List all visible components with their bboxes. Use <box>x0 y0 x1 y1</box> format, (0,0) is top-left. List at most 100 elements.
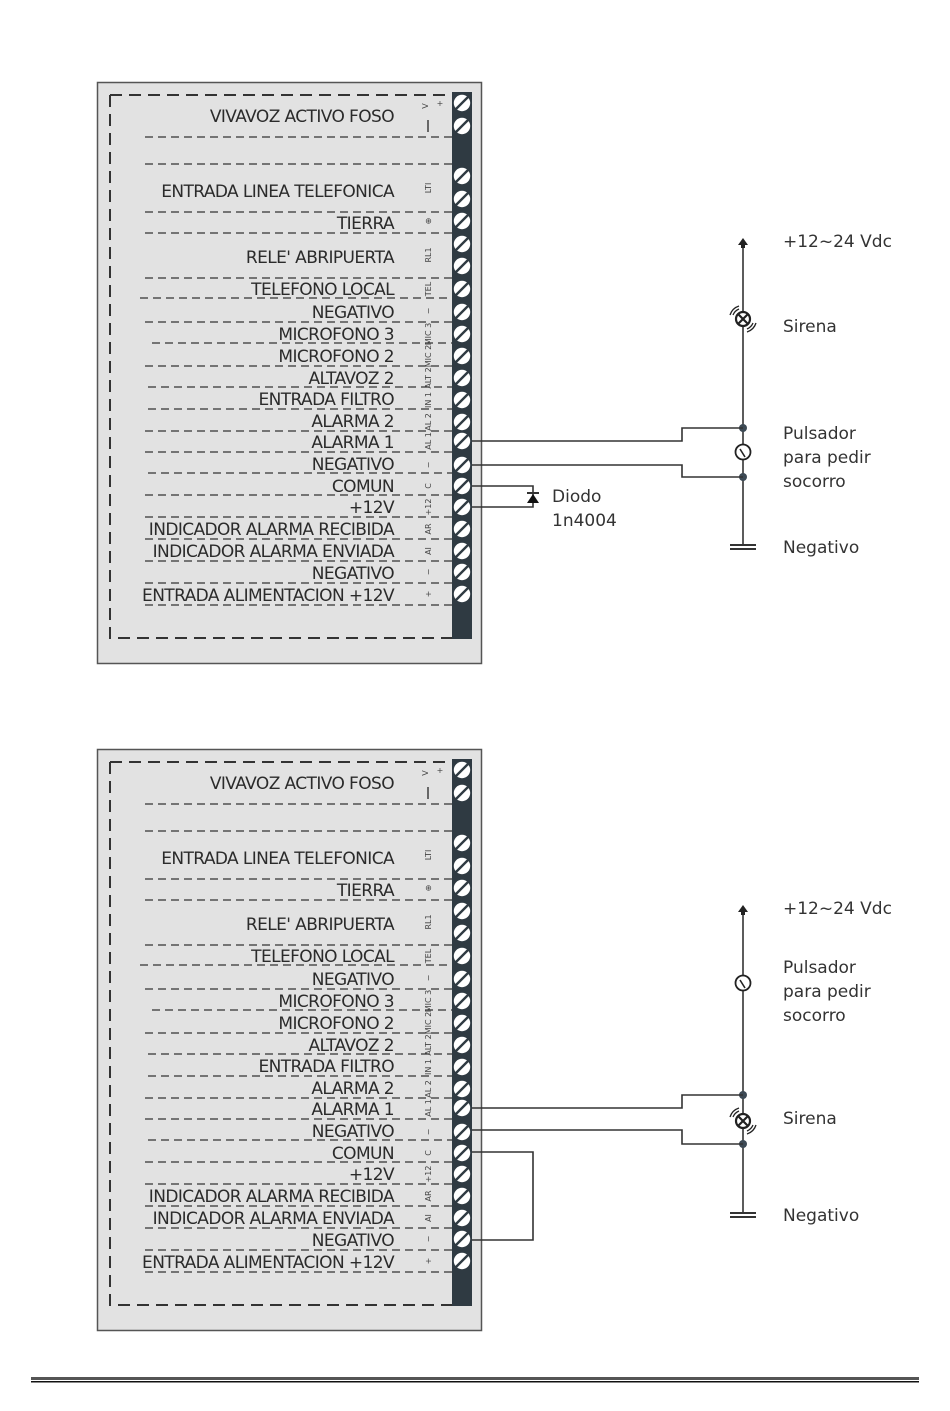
screw-slot <box>455 259 469 273</box>
sound-wave <box>732 308 740 316</box>
screw-terminal <box>453 498 471 516</box>
screw-slot <box>455 904 469 918</box>
screw-terminal <box>453 303 471 321</box>
screw-slot <box>455 349 469 363</box>
diode-label: Diodo <box>552 487 601 507</box>
terminal-label: ENTRADA LINEA TELEFONICA <box>161 849 395 869</box>
screw-slot <box>455 434 469 448</box>
screw-terminal <box>453 784 471 802</box>
terminal-code: RL1 <box>424 914 433 929</box>
terminal-label: INDICADOR ALARMA ENVIADA <box>153 542 395 562</box>
screw-slot <box>455 1016 469 1030</box>
terminal-code: V <box>421 103 430 109</box>
screw-terminal <box>453 1165 471 1183</box>
terminal-code: AL 2 <box>424 413 433 431</box>
screw-terminal <box>453 970 471 988</box>
siren-icon <box>729 1107 757 1135</box>
terminal-code: − <box>424 975 433 982</box>
terminal-code: MIC 2 <box>424 1012 433 1034</box>
negative-wire <box>472 1129 743 1145</box>
screw-slot <box>455 96 469 110</box>
terminal-label: COMUN <box>332 477 394 497</box>
screw-slot <box>455 169 469 183</box>
terminal-label: +12V <box>349 1165 395 1185</box>
terminal-label: INDICADOR ALARMA ENVIADA <box>153 1209 395 1229</box>
pin-plus: + <box>437 99 444 108</box>
terminal-label: TIERRA <box>336 881 395 901</box>
terminal-board-1: VIVAVOZ ACTIVO FOSO ENTRADA LINEA TELEFON… <box>96 748 483 1332</box>
screw-slot <box>455 1125 469 1139</box>
terminal-code: TEL <box>424 281 433 297</box>
button-label: para pedir <box>783 448 871 468</box>
terminal-code: LTI <box>424 850 433 861</box>
terminal-label: INDICADOR ALARMA RECIBIDA <box>149 1187 395 1207</box>
terminal-code: ALT 2 <box>424 1034 433 1055</box>
button-label: Pulsador <box>783 958 856 978</box>
screw-terminal <box>453 190 471 208</box>
screw-slot <box>455 214 469 228</box>
board-outline <box>96 748 483 1332</box>
screw-slot <box>455 415 469 429</box>
terminal-code: AL 1 <box>424 1099 433 1117</box>
terminal-code: AI <box>424 547 433 555</box>
screw-slot <box>455 237 469 251</box>
terminal-label: ENTRADA FILTRO <box>258 390 394 410</box>
screw-slot <box>455 859 469 873</box>
footer-rule <box>31 1377 919 1380</box>
bridge-wire <box>472 1151 534 1241</box>
screw-terminal <box>453 1099 471 1117</box>
terminal-label: ALARMA 1 <box>311 1100 394 1120</box>
ground-label: Negativo <box>783 538 859 558</box>
board-outline <box>96 81 483 665</box>
siren-cross <box>737 1115 749 1127</box>
terminal-code: AR <box>424 523 433 534</box>
screw-slot <box>455 587 469 601</box>
terminal-code: MIC 3 <box>424 990 433 1012</box>
diode-model-label: 1n4004 <box>552 511 617 531</box>
sound-wave <box>746 322 754 330</box>
screw-slot <box>455 1101 469 1115</box>
screw-terminal <box>453 761 471 779</box>
screw-slot <box>455 192 469 206</box>
button-contact <box>739 448 746 458</box>
terminal-code: − <box>424 1236 433 1243</box>
screw-terminal <box>453 432 471 450</box>
screw-terminal <box>453 235 471 253</box>
terminal-label: NEGATIVO <box>312 303 394 323</box>
screw-slot <box>455 1060 469 1074</box>
terminal-label: VIVAVOZ ACTIVO FOSO <box>210 774 394 794</box>
screw-terminal <box>453 857 471 875</box>
screw-slot <box>455 479 469 493</box>
terminal-code: − <box>424 308 433 315</box>
screw-slot <box>455 522 469 536</box>
screw-slot <box>455 371 469 385</box>
screw-terminal <box>453 1014 471 1032</box>
screw-terminal <box>453 1058 471 1076</box>
screw-terminal <box>453 117 471 135</box>
terminal-label: ALTAVOZ 2 <box>308 1036 394 1056</box>
alarm1-wire <box>472 427 743 442</box>
screw-slot <box>455 500 469 514</box>
sound-wave <box>746 1124 757 1135</box>
terminal-label: RELE' ABRIPUERTA <box>246 915 395 935</box>
terminal-label: MICROFONO 2 <box>278 1014 394 1034</box>
screw-terminal <box>453 585 471 603</box>
sound-wave <box>746 1124 754 1132</box>
terminal-code: TEL <box>424 948 433 964</box>
sound-wave <box>732 1110 740 1118</box>
screw-slot <box>455 786 469 800</box>
terminal-code: +12 <box>424 1166 433 1183</box>
terminal-label: INDICADOR ALARMA RECIBIDA <box>149 520 395 540</box>
screw-terminal <box>453 325 471 343</box>
terminal-label: ENTRADA ALIMENTACION +12V <box>142 1253 395 1273</box>
screw-slot <box>455 972 469 986</box>
screw-terminal <box>453 1209 471 1227</box>
siren-icon <box>729 305 757 333</box>
terminal-label: TELEFONO LOCAL <box>250 947 395 967</box>
footer-rule <box>31 1381 919 1383</box>
screw-terminal <box>453 834 471 852</box>
screw-slot <box>455 763 469 777</box>
terminal-label: ALARMA 1 <box>311 433 394 453</box>
terminal-label: COMUN <box>332 1144 394 1164</box>
